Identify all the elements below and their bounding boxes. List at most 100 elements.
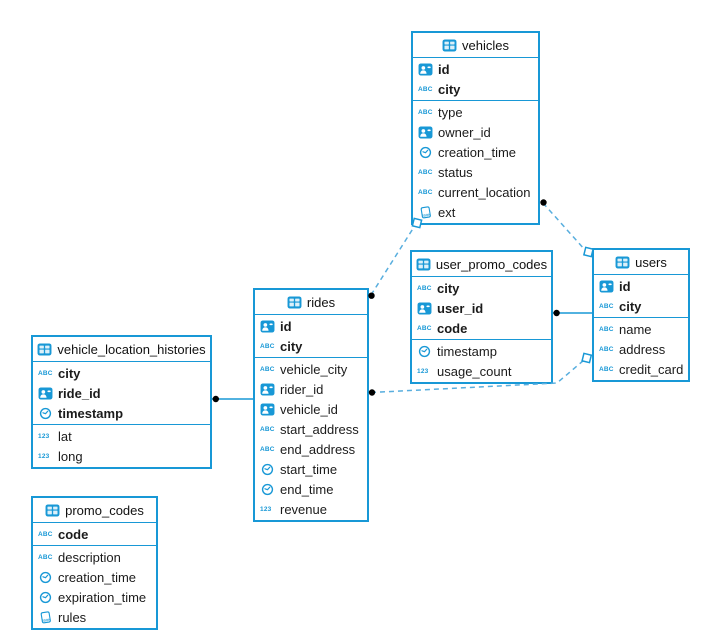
column-row[interactable]: start_time xyxy=(255,459,367,479)
column-row[interactable]: ABC city xyxy=(33,363,210,383)
table-header[interactable]: promo_codes xyxy=(33,498,156,523)
table-user-promo-codes[interactable]: user_promo_codes ABC city user_id ABC co… xyxy=(410,250,553,384)
column-row[interactable]: creation_time xyxy=(413,142,538,162)
key-columns-section: id ABC city xyxy=(255,315,367,357)
column-row[interactable]: end_time xyxy=(255,479,367,499)
table-icon xyxy=(442,39,457,52)
table-users[interactable]: users id ABC city ABC name ABC address A… xyxy=(592,248,690,382)
column-name: creation_time xyxy=(438,144,517,160)
key-columns-section: id ABC city xyxy=(594,275,688,317)
table-title: vehicle_location_histories xyxy=(57,341,206,357)
column-row[interactable]: ABC credit_card xyxy=(594,359,688,379)
column-row[interactable]: user_id xyxy=(412,298,551,318)
column-name: expiration_time xyxy=(58,589,147,605)
column-row[interactable]: id xyxy=(594,276,688,296)
table-title: rides xyxy=(306,294,336,310)
connector-dot xyxy=(368,389,376,396)
connector-vehicles-users[interactable] xyxy=(540,199,595,258)
column-row[interactable]: rules xyxy=(33,607,156,627)
column-row[interactable]: ABC end_address xyxy=(255,439,367,459)
column-row[interactable]: ABC status xyxy=(413,162,538,182)
column-row[interactable]: ABC current_location xyxy=(413,182,538,202)
table-header[interactable]: vehicle_location_histories xyxy=(33,337,210,362)
json-icon xyxy=(418,206,433,219)
key-columns-section: id ABC city xyxy=(413,58,538,100)
column-row[interactable]: ABC address xyxy=(594,339,688,359)
table-header[interactable]: user_promo_codes xyxy=(412,252,551,277)
column-name: end_address xyxy=(280,441,356,457)
column-row[interactable]: ABC city xyxy=(594,296,688,316)
column-row[interactable]: 123 usage_count xyxy=(412,361,551,381)
column-row[interactable]: timestamp xyxy=(33,403,210,423)
connector-vehicle-location-histories-rides[interactable] xyxy=(212,395,253,403)
table-header[interactable]: rides xyxy=(255,290,367,315)
table-rides[interactable]: rides id ABC city ABC vehicle_city rider… xyxy=(253,288,369,522)
timestamp-icon xyxy=(260,483,275,496)
table-header[interactable]: vehicles xyxy=(413,33,538,58)
column-row[interactable]: ABC city xyxy=(413,79,538,99)
connector-user-promo-codes-users[interactable] xyxy=(553,309,592,317)
table-title: vehicles xyxy=(462,37,509,53)
column-row[interactable]: ABC code xyxy=(412,318,551,338)
column-name: start_address xyxy=(280,421,359,437)
table-icon xyxy=(45,504,60,517)
table-icon xyxy=(416,258,431,271)
column-row[interactable]: vehicle_id xyxy=(255,399,367,419)
column-row[interactable]: rider_id xyxy=(255,379,367,399)
string-icon: ABC xyxy=(599,302,614,310)
table-vehicle-location-histories[interactable]: vehicle_location_histories ABC city ride… xyxy=(31,335,212,469)
number-icon: 123 xyxy=(417,367,429,375)
columns-section: ABC name ABC address ABC credit_card xyxy=(594,317,688,380)
string-icon: ABC xyxy=(418,188,433,196)
number-icon: 123 xyxy=(260,505,272,513)
table-header[interactable]: users xyxy=(594,250,688,275)
string-icon: ABC xyxy=(599,365,614,373)
table-icon xyxy=(287,296,302,309)
column-row[interactable]: id xyxy=(255,316,367,336)
column-row[interactable]: ABC city xyxy=(255,336,367,356)
connector-dot xyxy=(540,199,547,206)
column-row[interactable]: 123 lat xyxy=(33,426,210,446)
connector-dot xyxy=(368,292,375,299)
table-promo-codes[interactable]: promo_codes ABC code ABC description cre… xyxy=(31,496,158,630)
column-name: timestamp xyxy=(58,405,124,421)
column-row[interactable]: owner_id xyxy=(413,122,538,142)
string-icon: ABC xyxy=(599,325,614,333)
column-name: code xyxy=(58,526,89,542)
column-row[interactable]: ABC code xyxy=(33,524,156,544)
id-icon xyxy=(260,403,275,416)
column-row[interactable]: timestamp xyxy=(412,341,551,361)
column-name: id xyxy=(619,278,631,294)
string-icon: ABC xyxy=(260,425,275,433)
column-name: status xyxy=(438,164,473,180)
id-icon xyxy=(418,126,433,139)
column-row[interactable]: 123 long xyxy=(33,446,210,466)
string-icon: ABC xyxy=(418,168,433,176)
column-row[interactable]: id xyxy=(413,59,538,79)
string-icon: ABC xyxy=(260,445,275,453)
column-row[interactable]: expiration_time xyxy=(33,587,156,607)
column-name: city xyxy=(58,365,81,381)
column-row[interactable]: ABC name xyxy=(594,319,688,339)
string-icon: ABC xyxy=(260,365,275,373)
column-row[interactable]: creation_time xyxy=(33,567,156,587)
column-row[interactable]: ABC description xyxy=(33,547,156,567)
column-name: id xyxy=(280,318,292,334)
column-name: vehicle_id xyxy=(280,401,338,417)
key-columns-section: ABC city ride_id timestamp xyxy=(33,362,210,424)
column-row[interactable]: ride_id xyxy=(33,383,210,403)
column-name: city xyxy=(619,298,642,314)
column-row[interactable]: ABC city xyxy=(412,278,551,298)
column-row[interactable]: ABC type xyxy=(413,102,538,122)
table-title: user_promo_codes xyxy=(435,256,548,272)
table-title: promo_codes xyxy=(65,502,144,518)
column-name: current_location xyxy=(438,184,531,200)
column-name: end_time xyxy=(280,481,334,497)
column-name: type xyxy=(438,104,463,120)
column-row[interactable]: 123 revenue xyxy=(255,499,367,519)
column-row[interactable]: ABC start_address xyxy=(255,419,367,439)
table-vehicles[interactable]: vehicles id ABC city ABC type owner_id xyxy=(411,31,540,225)
column-row[interactable]: ext xyxy=(413,202,538,222)
column-row[interactable]: ABC vehicle_city xyxy=(255,359,367,379)
